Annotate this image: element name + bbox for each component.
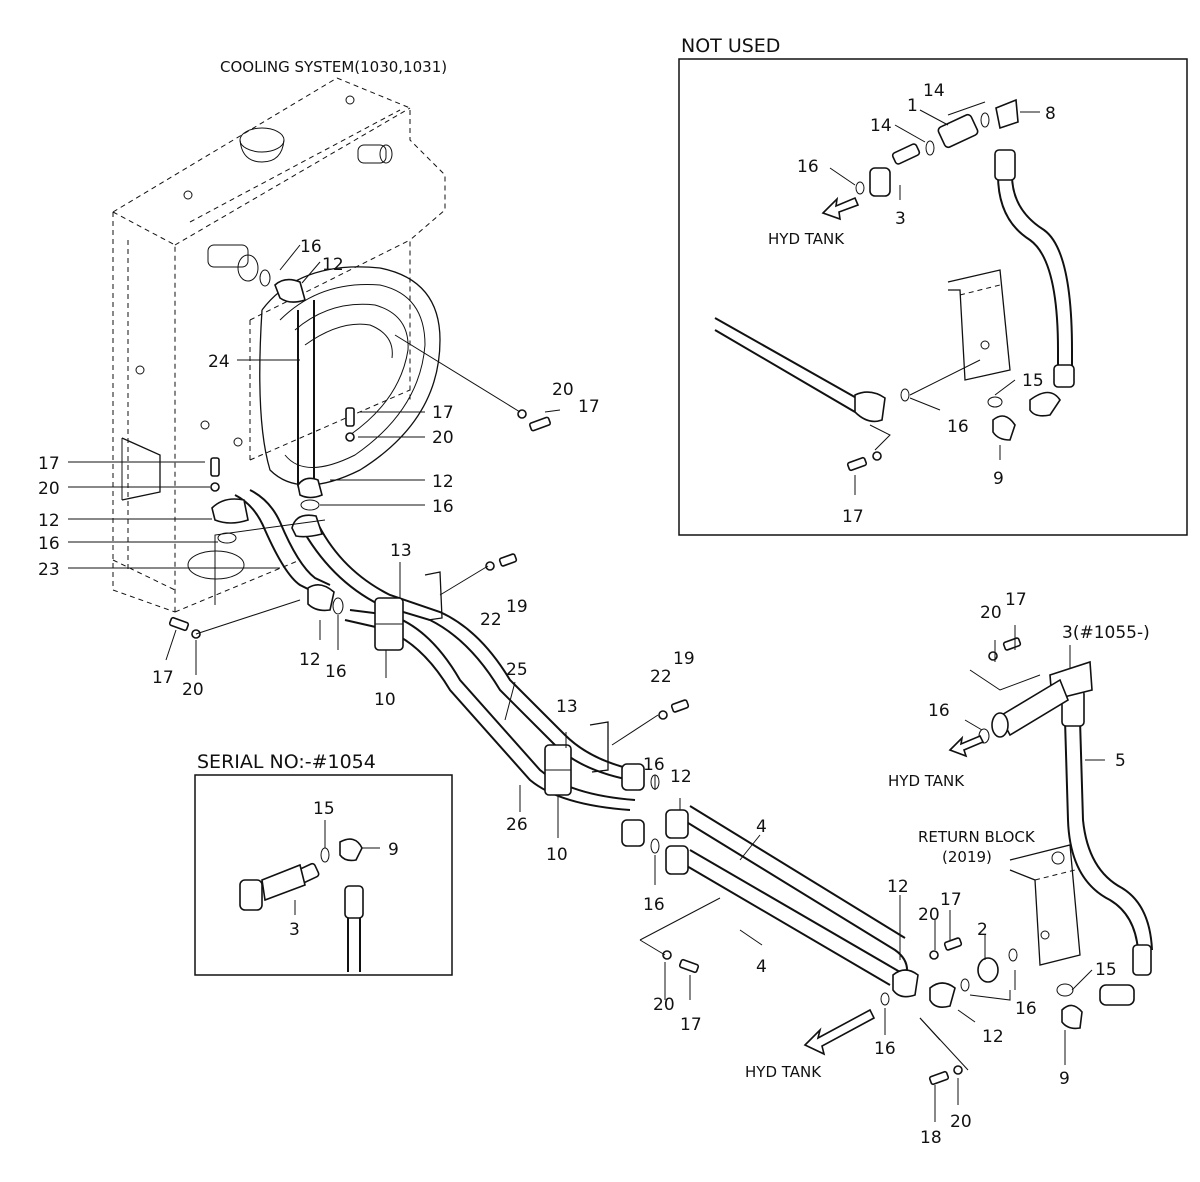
clamp-13-10-a bbox=[374, 571, 443, 651]
callout: 16 bbox=[643, 895, 665, 915]
pipe-24 bbox=[274, 278, 323, 499]
callout: 16 bbox=[300, 237, 322, 257]
callout: 14 bbox=[870, 116, 892, 136]
callout: 17 bbox=[432, 403, 454, 423]
callout: 20 bbox=[182, 680, 204, 700]
callout: 9 bbox=[993, 469, 1004, 489]
radiator-housing bbox=[112, 77, 446, 613]
callout: 16 bbox=[325, 662, 347, 682]
callout: 12 bbox=[299, 650, 321, 670]
callout: 12 bbox=[322, 255, 344, 275]
flange-end-b bbox=[621, 819, 645, 847]
callout: 8 bbox=[1045, 104, 1056, 124]
callout: 13 bbox=[390, 541, 412, 561]
heading-not-used: NOT USED bbox=[681, 35, 780, 57]
bolts bbox=[168, 407, 1022, 1086]
callout: 10 bbox=[546, 845, 568, 865]
hyd-tank-label-right: HYD TANK bbox=[888, 772, 965, 790]
callout: 13 bbox=[556, 697, 578, 717]
callout: 20 bbox=[950, 1112, 972, 1132]
callout: 1 bbox=[907, 96, 918, 116]
callout: 24 bbox=[208, 352, 230, 372]
callout: 12 bbox=[38, 511, 60, 531]
heading-return-block-code: (2019) bbox=[942, 848, 992, 866]
heading-cooling-system: COOLING SYSTEM(1030,1031) bbox=[220, 58, 447, 76]
callout: 17 bbox=[152, 668, 174, 688]
callout: 22 bbox=[480, 610, 502, 630]
callout: 16 bbox=[432, 497, 454, 517]
callout: 23 bbox=[38, 560, 60, 580]
callout: 20 bbox=[653, 995, 675, 1015]
callout: 2 bbox=[977, 920, 988, 940]
callout: 12 bbox=[432, 472, 454, 492]
callout: 16 bbox=[38, 534, 60, 554]
callout: 5 bbox=[1115, 751, 1126, 771]
callout: 20 bbox=[552, 380, 574, 400]
serial-no-box bbox=[194, 774, 453, 976]
callout: 20 bbox=[38, 479, 60, 499]
callout: 3 bbox=[289, 920, 300, 940]
callout: 9 bbox=[388, 840, 399, 860]
callout: 20 bbox=[432, 428, 454, 448]
callout: 16 bbox=[874, 1039, 896, 1059]
callout: 9 bbox=[1059, 1069, 1070, 1089]
return-block bbox=[977, 844, 1081, 983]
hyd-tank-arrow-bottom bbox=[803, 1008, 876, 1056]
callout: 16 bbox=[947, 417, 969, 437]
pipe-25 bbox=[291, 514, 636, 781]
callout: 17 bbox=[940, 890, 962, 910]
callout: 10 bbox=[374, 690, 396, 710]
callout: 20 bbox=[980, 603, 1002, 623]
callout: 26 bbox=[506, 815, 528, 835]
pipe-4 bbox=[665, 805, 956, 1008]
callout: 12 bbox=[887, 877, 909, 897]
hose-5 bbox=[991, 660, 1153, 1030]
headings: COOLING SYSTEM(1030,1031) NOT USED SERIA… bbox=[197, 35, 1036, 866]
callout: 22 bbox=[650, 667, 672, 687]
heading-serial-no: SERIAL NO:-#1054 bbox=[197, 751, 376, 773]
callout: 15 bbox=[1022, 371, 1044, 391]
callout: 25 bbox=[506, 660, 528, 680]
callout: 3 bbox=[895, 209, 906, 229]
callout: 14 bbox=[923, 81, 945, 101]
hyd-tank-arrow-right bbox=[948, 734, 985, 758]
callout: 17 bbox=[38, 454, 60, 474]
flow-labels: HYD TANK HYD TANK HYD TANK bbox=[745, 230, 965, 1081]
callout: 16 bbox=[643, 755, 665, 775]
callout: 16 bbox=[797, 157, 819, 177]
callout: 19 bbox=[506, 597, 528, 617]
callout: 4 bbox=[756, 817, 767, 837]
heading-return-block: RETURN BLOCK bbox=[918, 828, 1036, 846]
callout: 17 bbox=[680, 1015, 702, 1035]
callout: 4 bbox=[756, 957, 767, 977]
serial-no-assembly bbox=[239, 820, 380, 972]
not-used-assembly bbox=[714, 98, 1075, 495]
callout: 17 bbox=[1005, 590, 1027, 610]
leader-lines bbox=[68, 244, 1105, 1122]
callout: 3(#1055-) bbox=[1062, 623, 1150, 643]
callout: 19 bbox=[673, 649, 695, 669]
callout: 16 bbox=[928, 701, 950, 721]
pipe-23 bbox=[211, 489, 335, 612]
callout: 18 bbox=[920, 1128, 942, 1148]
flange-end-a bbox=[621, 763, 645, 791]
callout: 20 bbox=[918, 905, 940, 925]
callout: 16 bbox=[1015, 999, 1037, 1019]
part-callouts: 16 12 24 20 17 17 20 17 20 12 16 23 12 1… bbox=[38, 81, 1150, 1148]
callout: 12 bbox=[670, 767, 692, 787]
hyd-tank-label-bottom: HYD TANK bbox=[745, 1063, 822, 1081]
callout: 15 bbox=[313, 799, 335, 819]
callout: 17 bbox=[578, 397, 600, 417]
callout: 17 bbox=[842, 507, 864, 527]
callout: 12 bbox=[982, 1027, 1004, 1047]
not-used-box bbox=[678, 58, 1188, 536]
callout: 15 bbox=[1095, 960, 1117, 980]
hyd-tank-label-top: HYD TANK bbox=[768, 230, 845, 248]
